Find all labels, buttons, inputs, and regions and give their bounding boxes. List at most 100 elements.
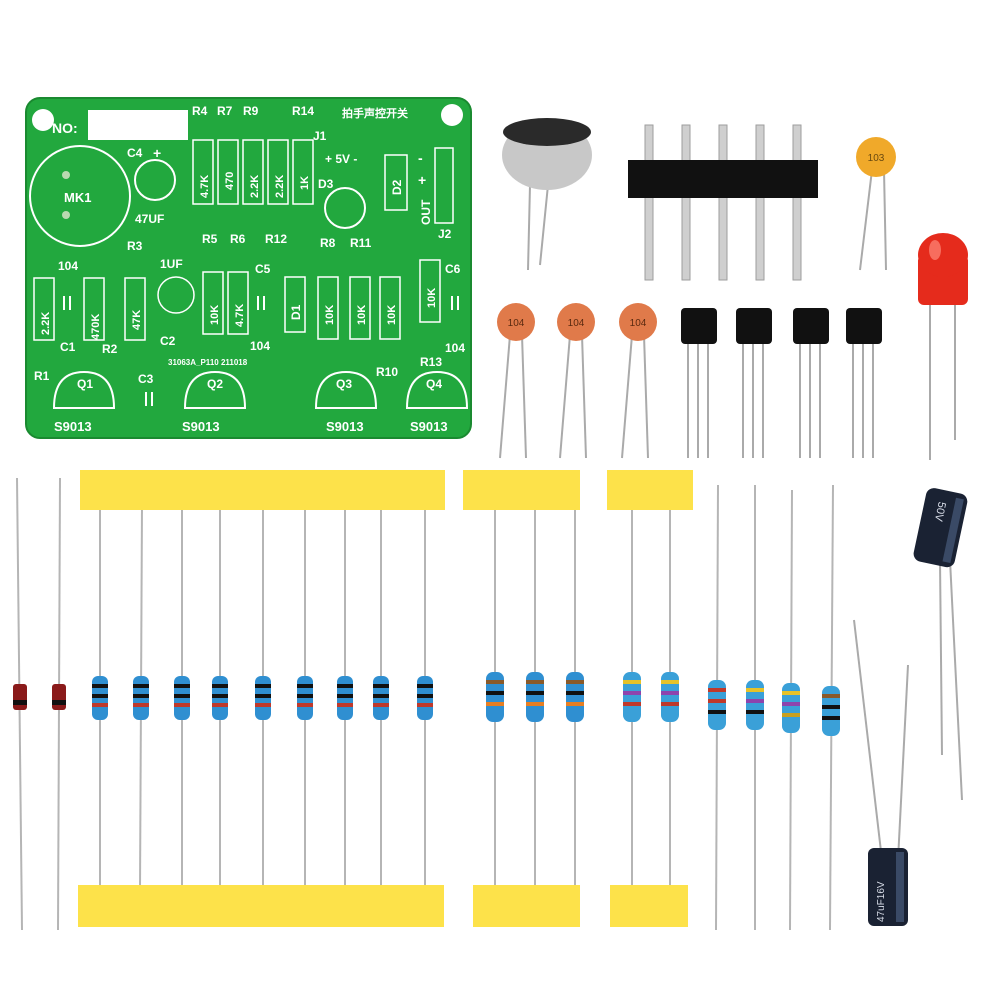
ceramic-104-label: 104: [630, 318, 647, 329]
r1-value: 2.2K: [40, 312, 52, 335]
transistor-outlines: [52, 370, 469, 409]
c1-value: 104: [58, 259, 78, 273]
c5-value: 104: [250, 339, 270, 353]
r2-label: R2: [102, 342, 118, 356]
r2-value: 470K: [90, 314, 102, 340]
r12-value: 2.2K: [274, 175, 286, 198]
resistor-icon: [212, 676, 228, 720]
q3-part: S9013: [326, 419, 364, 434]
r8-value: 10K: [324, 305, 336, 325]
microphone-icon: [502, 118, 592, 271]
resistor-icon: [526, 672, 544, 722]
resistor-icon: [417, 676, 433, 720]
c4-outline: [134, 159, 176, 201]
r6-label: R6: [230, 232, 246, 246]
c6-value: 104: [445, 341, 465, 355]
r11-label: R11: [350, 236, 372, 250]
mk1-label: MK1: [64, 190, 91, 205]
pcb-code: 31063A_P110 211018: [168, 358, 248, 367]
resistor-icon: [174, 676, 190, 720]
transistor-icon: [736, 308, 772, 458]
resistor-icon: [486, 672, 504, 722]
ceramic-103-label: 103: [868, 153, 885, 164]
r14-value: 1K: [299, 176, 311, 190]
transistor-icon: [793, 308, 829, 458]
mk1-outline: [29, 145, 131, 247]
ceramic-capacitor-104: 104: [619, 303, 657, 459]
j2-label: J2: [438, 227, 452, 241]
diode-icon: [13, 477, 27, 931]
serial-number-box: [88, 110, 188, 140]
c6-label: C6: [445, 262, 461, 276]
j2-plus: +: [418, 172, 426, 188]
r12-label: R12: [265, 232, 287, 246]
c2-label: C2: [160, 334, 176, 348]
transistor-group: [681, 308, 882, 458]
pin-header-icon: [628, 124, 818, 281]
diode-group: [13, 477, 66, 931]
out-label: OUT: [419, 199, 433, 225]
j1-label: J1: [313, 129, 327, 143]
tape-strips: [78, 470, 693, 927]
ceramic-capacitor-103: 103: [856, 137, 896, 271]
tape-top-middle: [463, 470, 580, 510]
transistor-icon: [846, 308, 882, 458]
d1-label: D1: [289, 304, 303, 320]
r13-label: R13: [420, 355, 442, 369]
r10-label: R10: [376, 365, 398, 379]
resistor-icon: [822, 686, 840, 736]
ceramic-capacitor-104-group: 104 104 104: [497, 303, 657, 459]
ceramic-capacitor-104: 104: [497, 303, 535, 459]
tape-bottom-right: [610, 885, 688, 927]
j2-minus: -: [418, 150, 423, 166]
resistor-icon: [661, 672, 679, 722]
no-label: NO:: [52, 120, 78, 136]
top-resistor-row: [192, 139, 314, 205]
r14-label: R14: [292, 104, 314, 118]
resistor-icon: [133, 676, 149, 720]
resistor-icon: [708, 680, 726, 730]
resistor-icon: [255, 676, 271, 720]
q4-part: S9013: [410, 419, 448, 434]
q1-part: S9013: [54, 419, 92, 434]
ceramic-capacitor-104: 104: [557, 303, 595, 459]
diode-icon: [52, 477, 66, 931]
r7-label: R7: [217, 104, 233, 118]
d3-outline: [324, 187, 366, 229]
d3-label: D3: [318, 177, 334, 191]
r3-label: R3: [127, 239, 143, 253]
ceramic-104-label: 104: [568, 318, 585, 329]
resistor-icon: [623, 672, 641, 722]
r9-label: R9: [243, 104, 259, 118]
c4-label: C4: [127, 146, 143, 160]
electrolytic-large-label: 50V: [932, 501, 948, 523]
d2-label: D2: [390, 179, 404, 195]
r7-value: 470: [224, 172, 236, 190]
r4-value: 4.7K: [199, 175, 211, 198]
c5-label: C5: [255, 262, 271, 276]
q4-label: Q4: [426, 377, 442, 391]
resistor-icon: [373, 676, 389, 720]
mount-hole-icon: [32, 109, 54, 131]
r1-label: R1: [34, 369, 50, 383]
resistor-icon: [746, 680, 764, 730]
electrolytic-small-label: 47uF16V: [876, 881, 887, 922]
r9-value: 2.2K: [249, 175, 261, 198]
resistor-icon: [566, 672, 584, 722]
resistor-icon: [92, 676, 108, 720]
resistor-icon: [337, 676, 353, 720]
tape-bottom-middle: [473, 885, 580, 927]
c2-value: 1UF: [160, 257, 183, 271]
transistor-icon: [681, 308, 717, 458]
electrolytic-capacitor-large: 50V: [913, 488, 968, 801]
r10-value: 10K: [386, 305, 398, 325]
resistor-group: [92, 672, 840, 736]
r5-label: R5: [202, 232, 218, 246]
middle-resistor-row: [33, 259, 441, 341]
r5-value: 10K: [209, 305, 221, 325]
mount-hole-icon: [441, 104, 463, 126]
r13-value: 10K: [426, 288, 438, 308]
tape-bottom-left: [78, 885, 444, 927]
resistor-icon: [297, 676, 313, 720]
